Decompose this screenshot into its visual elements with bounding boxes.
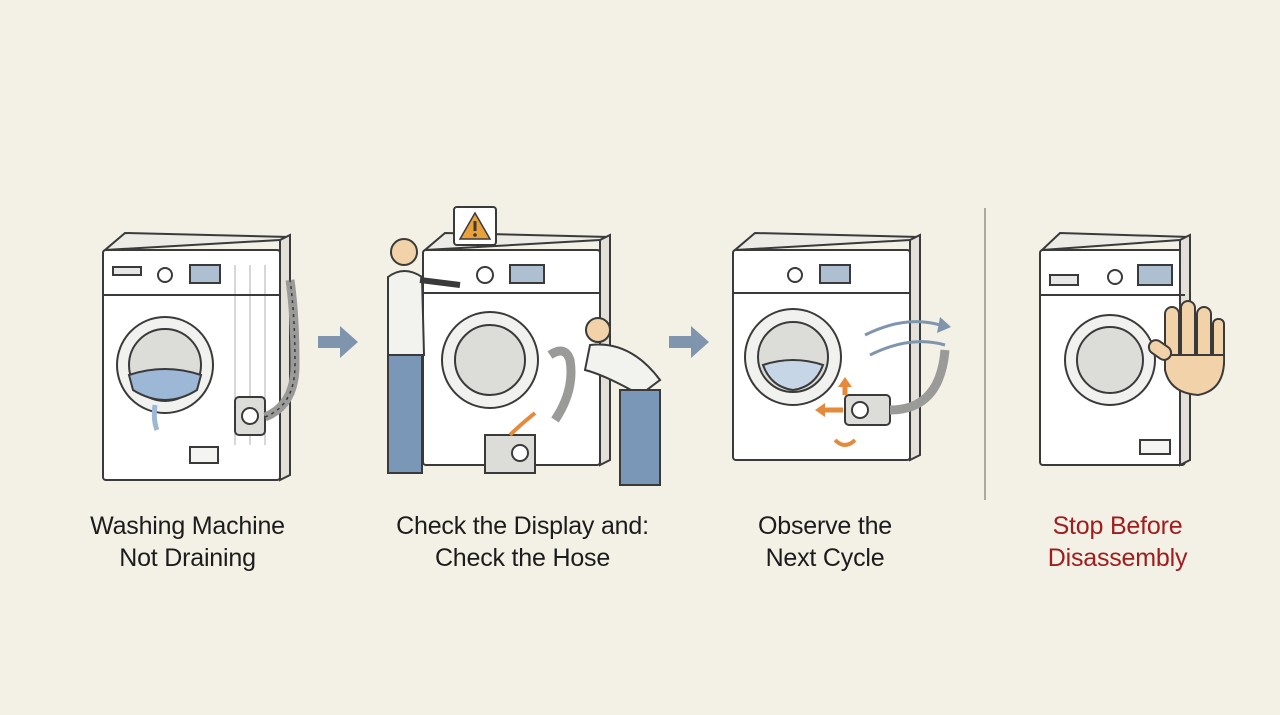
- step-caption-3-line1: Observe the: [758, 512, 892, 540]
- step-caption-3-line2: Next Cycle: [765, 544, 885, 572]
- hose-icon: [889, 349, 950, 415]
- step-caption-1: Washing Machine Not Draining: [60, 510, 315, 574]
- step-caption-2: Check the Display and: Check the Hose: [370, 510, 675, 574]
- step-caption-4: Stop Before Disassembly: [1015, 510, 1220, 574]
- step-caption-1-line1: Washing Machine: [90, 512, 285, 540]
- panel-not-draining: [102, 231, 300, 482]
- section-divider: [984, 208, 986, 500]
- panel-stop: [1039, 231, 1225, 467]
- washing-machine-icon: [102, 231, 291, 482]
- step-arrow-1: [318, 326, 358, 358]
- drain-pump-icon: [844, 394, 891, 426]
- person-icon: [583, 317, 662, 486]
- drain-pump-icon: [234, 396, 266, 436]
- panel-check-display: [387, 206, 662, 486]
- step-arrow-2: [669, 326, 709, 358]
- step-caption-2-line1: Check the Display and:: [396, 512, 649, 540]
- step-caption-4-line1: Stop Before: [1052, 512, 1183, 540]
- washing-machine-icon: [1039, 231, 1191, 467]
- hose-icon: [547, 346, 576, 423]
- step-caption-3: Observe the Next Cycle: [715, 510, 935, 574]
- step-caption-1-line2: Not Draining: [119, 544, 256, 572]
- person-icon: [387, 238, 461, 474]
- step-caption-2-line2: Check the Hose: [434, 544, 611, 572]
- hand-stop-icon: [1147, 300, 1225, 397]
- panel-observe-cycle: [732, 231, 951, 462]
- step-caption-4-line2: Disassembly: [1047, 544, 1188, 572]
- warning-icon: [453, 206, 497, 246]
